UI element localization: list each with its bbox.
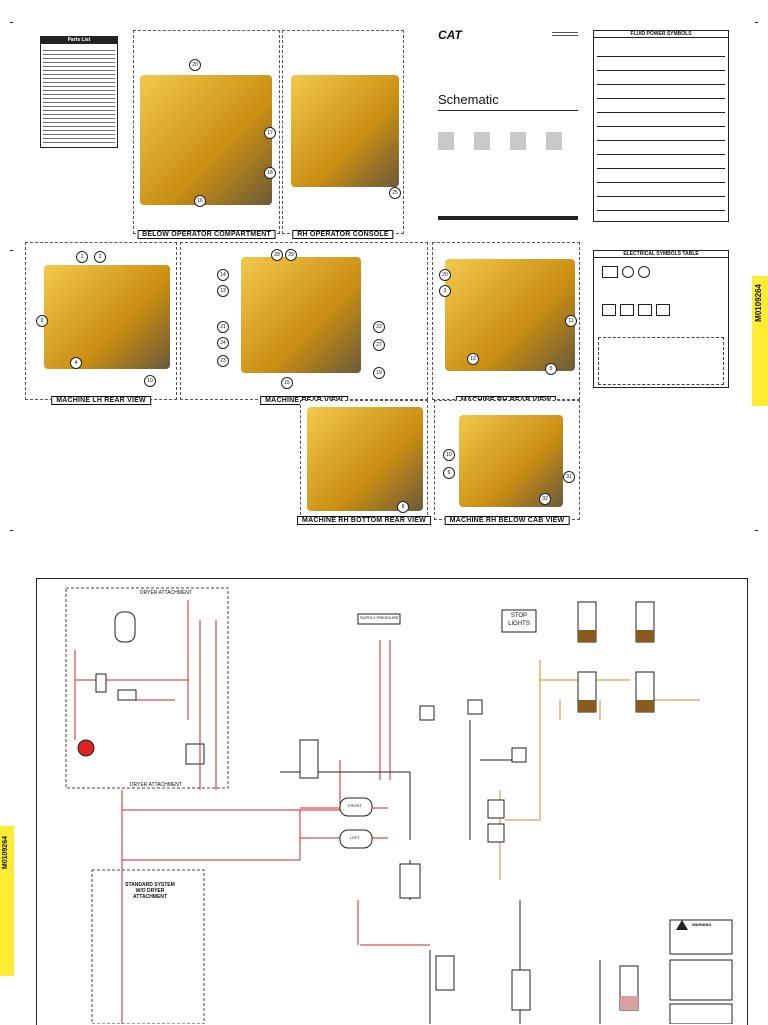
caption-lh-rear: MACHINE LH REAR VIEW [51,396,151,405]
callout-32: 32 [539,493,551,505]
callout-25: 25 [389,187,401,199]
callout-10b: 10 [443,449,455,461]
callout-3: 3 [439,285,451,297]
callout-2: 2 [94,251,106,263]
caption-rh-console: RH OPERATOR CONSOLE [292,230,394,239]
callout-31: 31 [563,471,575,483]
cat-logo: CAT [438,28,462,42]
callout-21: 21 [217,321,229,333]
callout-27: 27 [373,339,385,351]
callout-10: 10 [144,375,156,387]
fluid-power-grid [597,43,725,218]
label-dryer-attachment-bottom: DRYER ATTACHMENT [130,782,182,788]
caption-below-operator: BELOW OPERATOR COMPARTMENT [137,230,276,239]
caption-rh-below-cab: MACHINE RH BELOW CAB VIEW [444,516,570,525]
parts-list-title: Parts List [41,37,117,44]
schematic-title: Schematic [438,92,499,107]
callout-1: 1 [76,251,88,263]
schematic-frame [36,578,748,1025]
callout-14: 14 [217,269,229,281]
photo-rear [241,257,361,373]
photo-rh-console [291,75,399,187]
panel-machine-rh-below-cab: 10 6 31 32 MACHINE RH BELOW CAB VIEW [434,400,580,525]
callout-12: 12 [467,353,479,365]
callout-22: 22 [373,321,385,333]
doc-number-tab-right: M0109264 [752,276,768,406]
callout-11: 11 [565,315,577,327]
label-warning: WARNING [692,922,712,927]
photo-rh-bottom-rear [307,407,423,511]
label-left-reservoir: LEFT [350,835,360,840]
fluid-power-title: FLUID POWER SYMBOLS [594,31,728,38]
title-block: CAT Schematic [436,28,578,224]
callout-16: 16 [194,195,206,207]
callout-19: 19 [373,367,385,379]
callout-15: 15 [281,377,293,389]
panel-machine-rear: 28 29 14 13 21 24 23 22 27 15 19 MACHINE… [180,242,428,405]
fluid-power-symbols-table: FLUID POWER SYMBOLS [593,30,729,222]
callout-13: 13 [217,285,229,297]
callout-6: 6 [443,467,455,479]
parts-list-rows [43,47,115,145]
callout-5: 5 [545,363,557,375]
title-rule [438,110,578,111]
title-footer-bar [438,216,578,220]
callout-29: 29 [285,249,297,261]
callout-20b: 20 [439,269,451,281]
callout-20: 20 [189,59,201,71]
label-supply-pressure: SUPPLY PRESSURE [360,615,399,620]
panel-machine-lh-rear: 1 2 9 4 10 MACHINE LH REAR VIEW [25,242,177,405]
panel-rh-operator-console: 25 RH OPERATOR CONSOLE [282,30,404,239]
photo-rh-rear [445,259,575,371]
electrical-symbols-table: ELECTRICAL SYMBOLS TABLE [593,250,729,388]
photo-below-operator [140,75,272,205]
electrical-symbol-row-2 [600,303,722,327]
callout-17: 17 [264,127,276,139]
callout-8: 8 [397,501,409,513]
panel-machine-rh-bottom-rear: 8 MACHINE RH BOTTOM REAR VIEW [297,400,431,525]
title-meta [552,30,578,38]
callout-9: 9 [36,315,48,327]
electrical-symbol-row [600,265,722,295]
photo-rh-below-cab [459,415,563,507]
callout-23: 23 [217,355,229,367]
label-stop-lights: STOP LIGHTS [508,613,530,627]
label-front-reservoir: FRONT [348,803,362,808]
callout-18: 18 [264,167,276,179]
callout-4: 4 [70,357,82,369]
caption-rh-bottom-rear: MACHINE RH BOTTOM REAR VIEW [297,516,431,525]
label-standard-system: STANDARD SYSTEM W/O DRYER ATTACHMENT [125,882,175,900]
photo-lh-rear [44,265,170,369]
parts-list-table: Parts List [40,36,118,148]
electrical-symbol-diagrams [598,337,724,385]
label-dryer-attachment: DRYER ATTACHMENT [140,590,192,596]
callout-24: 24 [217,337,229,349]
panel-below-operator-compartment: 20 17 18 16 BELOW OPERATOR COMPARTMENT [133,30,280,239]
callout-28: 28 [271,249,283,261]
doc-number-tab-left: M0109264 [0,826,14,976]
electrical-symbols-title: ELECTRICAL SYMBOLS TABLE [594,251,728,258]
title-info-lines [438,132,578,150]
